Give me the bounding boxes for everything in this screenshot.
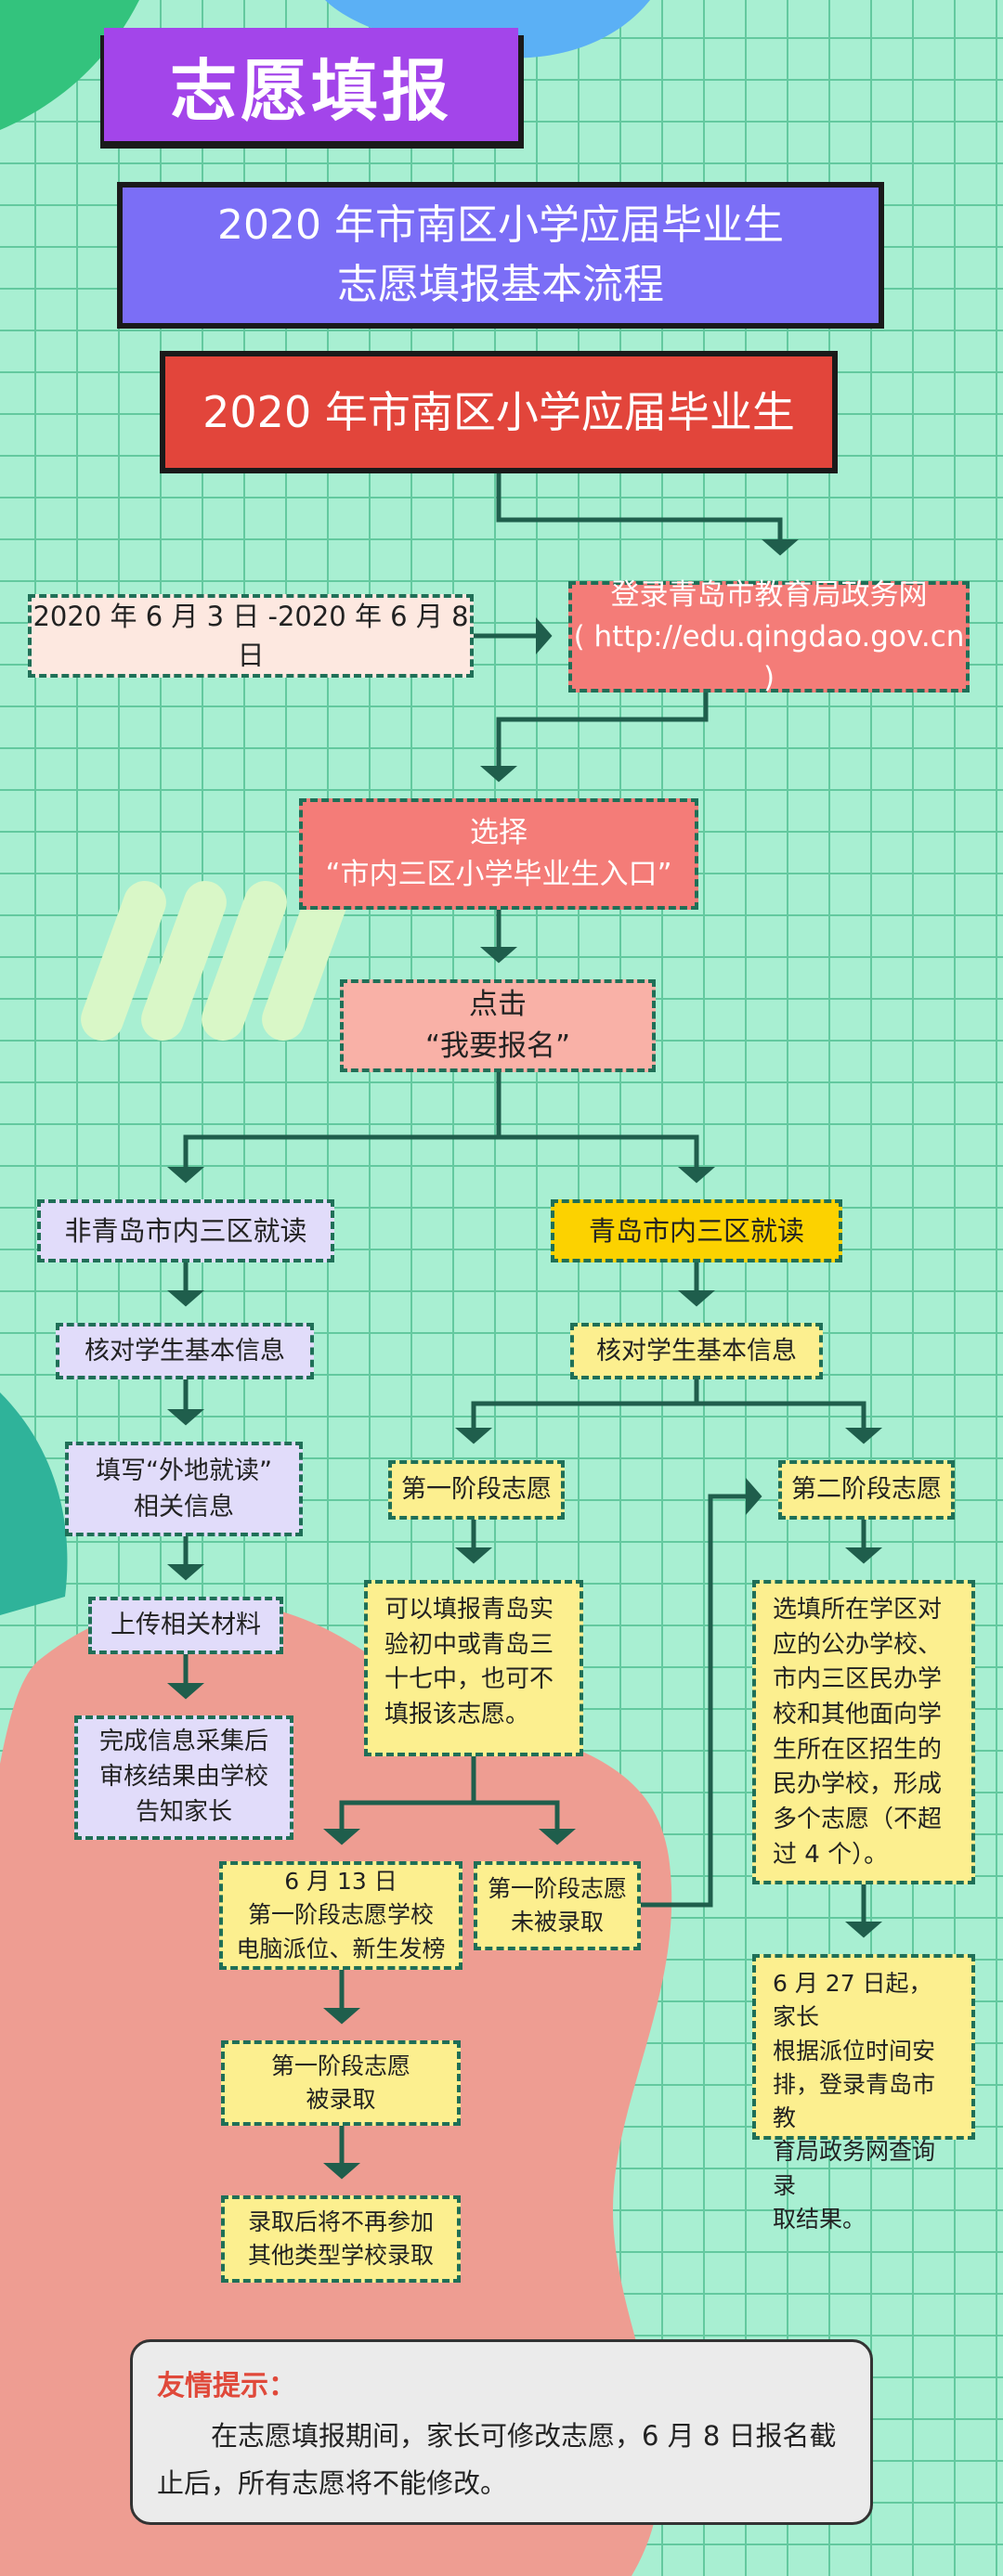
qingdao-label: 青岛市内三区就读 [588, 1214, 804, 1247]
stage1-desc-box: 可以填报青岛实 验初中或青岛三 十七中，也可不 填报该志愿。 [364, 1580, 583, 1756]
select-entry-box: 选择 “市内三区小学毕业生入口” [299, 798, 698, 910]
connector-verify-stage2 [697, 1401, 882, 1444]
stage1-title: 第一阶段志愿 [401, 1475, 552, 1505]
result-line5: 取结果。 [773, 2205, 866, 2233]
left-teal-blob [0, 1392, 68, 1615]
light-stripes [81, 881, 347, 1041]
tip-title: 友情提示： [157, 2370, 296, 2402]
stage2-desc-line8: 过 4 个）。 [773, 1840, 889, 1869]
after-admission-box: 录取后将不再参加 其他类型学校录取 [221, 2195, 461, 2283]
connector-desc-notadmitted [474, 1800, 576, 1845]
click-line1: 点击 [469, 988, 527, 1022]
fill-line1: 填写“外地就读” [96, 1456, 272, 1485]
fill-outside-info-box: 填写“外地就读” 相关信息 [65, 1442, 303, 1536]
result-line2: 根据派位时间安 [773, 2037, 936, 2065]
stage2-desc-line2: 应的公办学校、 [773, 1630, 943, 1659]
admit-info-line2: 第一阶段志愿学校 [247, 1901, 434, 1929]
select-line1: 选择 [470, 816, 528, 850]
complete-line1: 完成信息采集后 [98, 1728, 268, 1756]
complete-line2: 审核结果由学校 [98, 1763, 268, 1792]
date-range-box: 2020 年 6 月 3 日 -2020 年 6 月 8 日 [28, 594, 474, 678]
select-line2: “市内三区小学毕业生入口” [325, 858, 672, 891]
admitted-line2: 被录取 [306, 2086, 376, 2113]
result-line4: 育局政务网查询录 [773, 2138, 936, 2199]
subtitle-banner: 2020 年市南区小学应届毕业生 [160, 351, 838, 473]
subtitle-text: 2020 年市南区小学应届毕业生 [202, 386, 795, 437]
click-line2: “我要报名” [424, 1029, 571, 1063]
stage2-desc-line6: 民办学校，形成 [773, 1770, 943, 1799]
date-range-text: 2020 年 6 月 3 日 -2020 年 6 月 8 日 [33, 600, 469, 671]
page-title-line2: 志愿填报基本流程 [337, 261, 664, 308]
stage2-desc-line5: 生所在区招生的 [773, 1735, 943, 1764]
connector-click-left [167, 1134, 499, 1184]
stage1-title-box: 第一阶段志愿 [388, 1460, 565, 1520]
fill-line2: 相关信息 [134, 1493, 234, 1521]
upload-materials-box: 上传相关材料 [88, 1597, 283, 1654]
stage1-desc-line3: 十七中，也可不 [384, 1665, 554, 1694]
stage1-desc-line4: 填报该志愿。 [384, 1701, 530, 1729]
login-box: 登录青岛市教育局政务网 ( http://edu.qingdao.gov.cn … [568, 578, 970, 694]
result-line3: 排，登录青岛市教 [773, 2070, 936, 2131]
stage1-desc-line1: 可以填报青岛实 [384, 1596, 554, 1624]
not-admitted-box: 第一阶段志愿 未被录取 [474, 1861, 641, 1950]
connector-verify-stage1 [455, 1401, 697, 1444]
stage2-title-box: 第二阶段志愿 [778, 1460, 955, 1520]
admitted-box: 第一阶段志愿 被录取 [221, 2040, 461, 2126]
left-verify-label: 核对学生基本信息 [85, 1336, 285, 1366]
complete-line3: 告知家长 [135, 1797, 232, 1826]
friendly-tip-box: 友情提示： 在志愿填报期间，家长可修改志愿，6 月 8 日报名截止后，所有志愿将… [130, 2339, 873, 2525]
tip-text: 在志愿填报期间，家长可修改志愿，6 月 8 日报名截止后，所有志愿将不能修改。 [157, 2420, 837, 2499]
non-qingdao-branch-title: 非青岛市内三区就读 [37, 1199, 334, 1262]
right-verify-box: 核对学生基本信息 [570, 1323, 823, 1379]
connector-subtitle-login [496, 473, 799, 556]
connector-desc-admitinfo [323, 1800, 474, 1845]
stage2-desc-line4: 校和其他面向学 [773, 1701, 943, 1729]
complete-info-box: 完成信息采集后 审核结果由学校 告知家长 [74, 1715, 293, 1840]
banner-title: 志愿填报 [104, 28, 518, 141]
login-line1: 登录青岛市教育局政务网 [610, 577, 928, 612]
left-verify-box: 核对学生基本信息 [56, 1323, 314, 1379]
stage2-title: 第二阶段志愿 [791, 1475, 942, 1505]
non-qingdao-label: 非青岛市内三区就读 [64, 1214, 307, 1247]
stage1-desc-line2: 验初中或青岛三 [384, 1630, 554, 1659]
admit-info-line3: 电脑派位、新生发榜 [236, 1935, 446, 1962]
after-line1: 录取后将不再参加 [247, 2207, 434, 2235]
stage2-desc-line1: 选填所在学区对 [773, 1596, 943, 1624]
not-admitted-line2: 未被录取 [510, 1909, 604, 1935]
stage2-result-box: 6 月 27 日起，家长 根据派位时间安 排，登录青岛市教 育局政务网查询录 取… [752, 1954, 975, 2233]
login-line2: ( http://edu.qingdao.gov.cn ) [573, 619, 965, 695]
right-verify-label: 核对学生基本信息 [596, 1336, 797, 1366]
page-title: 2020 年市南区小学应届毕业生 志愿填报基本流程 [117, 182, 884, 329]
stage2-desc-line7: 多个志愿（不超 [773, 1806, 943, 1834]
connector-click-right [499, 1134, 715, 1184]
result-line1: 6 月 27 日起，家长 [773, 1970, 932, 2031]
admit-info-line1: 6 月 13 日 [284, 1868, 397, 1896]
qingdao-branch-title: 青岛市内三区就读 [551, 1199, 842, 1262]
connector-notadmitted-stage2 [641, 1478, 762, 1908]
not-admitted-line1: 第一阶段志愿 [487, 1874, 627, 1902]
admission-info-box: 6 月 13 日 第一阶段志愿学校 电脑派位、新生发榜 [219, 1861, 462, 1970]
stage2-desc-line3: 市内三区民办学 [773, 1665, 943, 1694]
connector-login-select [480, 692, 709, 783]
after-line2: 其他类型学校录取 [247, 2242, 434, 2269]
click-signup-box: 点击 “我要报名” [340, 979, 656, 1072]
page-title-line1: 2020 年市南区小学应届毕业生 [217, 201, 784, 250]
upload-label: 上传相关材料 [111, 1611, 261, 1640]
admitted-line1: 第一阶段志愿 [270, 2052, 410, 2079]
stage2-desc-box: 选填所在学区对 应的公办学校、 市内三区民办学 校和其他面向学 生所在区招生的 … [752, 1580, 975, 1884]
